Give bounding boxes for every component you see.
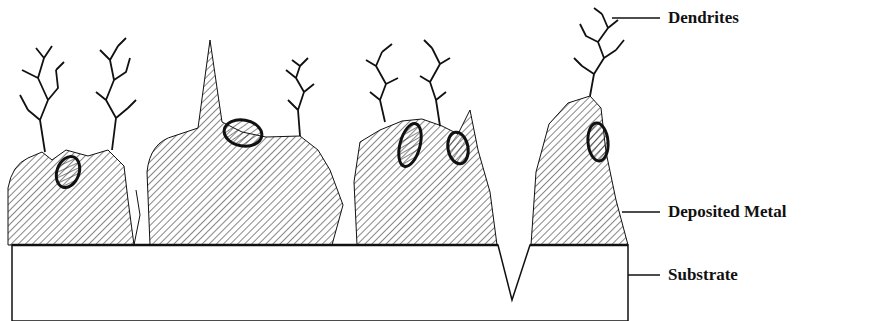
part-label: Dendrites — [668, 8, 739, 28]
substrate-block — [12, 245, 628, 321]
deposited-metal — [8, 40, 628, 245]
dendrite — [20, 8, 624, 152]
part-label: Substrate — [668, 265, 738, 285]
particle — [52, 117, 609, 191]
part-label: Deposited Metal — [668, 202, 787, 222]
leader-line — [612, 18, 660, 275]
grain-crack — [134, 190, 140, 245]
